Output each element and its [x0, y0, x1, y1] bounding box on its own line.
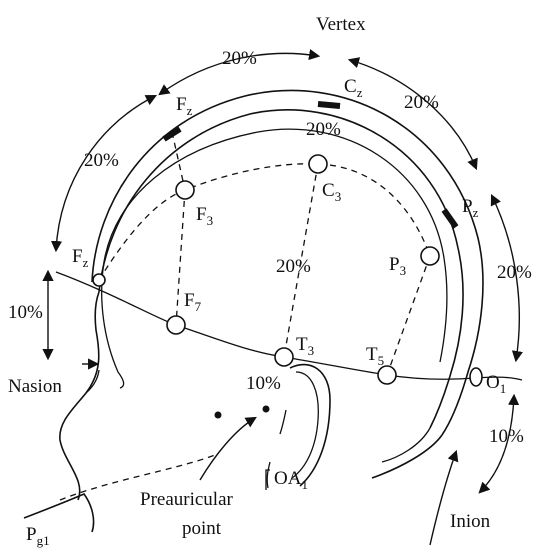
inion-label: Inion	[450, 511, 491, 532]
label-f7: F7	[184, 290, 202, 314]
dot-preauricular-2	[262, 405, 270, 413]
electrode-c3	[308, 154, 328, 174]
face-profile	[59, 291, 100, 501]
ear-lobe	[279, 409, 287, 435]
arrow-far-right-20	[490, 193, 523, 363]
label-t3: T3	[296, 334, 314, 358]
pct-right-10-label: 10%	[489, 426, 524, 447]
pct-top-label: 20%	[222, 48, 257, 69]
marker-pz	[441, 208, 459, 229]
arrow-inion	[429, 449, 459, 546]
dot-preauricular-1	[214, 411, 222, 419]
label-o1: O1	[486, 372, 506, 396]
marker-cz	[317, 101, 341, 109]
neck-line	[371, 434, 443, 479]
electrode-t5	[377, 365, 397, 385]
neck-inner	[381, 427, 431, 463]
label-fz-top: Fz	[176, 94, 193, 118]
label-c3: C3	[322, 180, 341, 204]
label-pg1: Pg1	[26, 524, 50, 548]
arrow-top-20	[158, 49, 321, 96]
arrow-preauricular	[199, 416, 257, 481]
label-pz: Pz	[462, 196, 479, 220]
label-oa1: OA1	[274, 468, 308, 492]
inner-scalp-arc	[103, 128, 448, 363]
arrow-right-10	[478, 393, 520, 494]
label-p3: P3	[389, 254, 406, 278]
preauricular-label-1: Preauricular	[140, 489, 234, 510]
parasagittal-dash-arc	[98, 163, 431, 281]
electrode-fz-front	[92, 273, 106, 287]
electrode-t3	[274, 347, 294, 367]
chin-line	[23, 493, 95, 533]
vertex-label: Vertex	[316, 14, 366, 35]
preauricular-label-2: point	[182, 518, 222, 539]
ear-outline	[289, 363, 331, 487]
label-t5: T5	[366, 344, 384, 368]
ear-inner	[291, 371, 319, 479]
nasion-label: Nasion	[8, 376, 62, 397]
dash-fz-top	[171, 131, 186, 191]
arrow-right-20	[347, 57, 478, 171]
label-f3: F3	[196, 204, 213, 228]
oa1-bracket	[265, 469, 270, 490]
marker-fz-top	[162, 126, 182, 142]
pct-left-arc-label: 20%	[84, 150, 119, 171]
pct-right-arc-label: 20%	[404, 92, 439, 113]
arrow-left-20	[50, 94, 157, 253]
jaw-line	[266, 461, 271, 489]
pct-left-10-label: 10%	[8, 302, 43, 323]
pct-under-cz-label: 20%	[306, 119, 341, 140]
electrode-o1	[469, 367, 483, 387]
label-cz: Cz	[344, 76, 363, 100]
label-fz-front: Fz	[72, 246, 89, 270]
electrode-f7	[166, 315, 186, 335]
electrode-f3	[175, 180, 195, 200]
electrode-p3	[420, 246, 440, 266]
pct-center-label: 20%	[276, 256, 311, 277]
pct-far-right-label: 20%	[497, 262, 532, 283]
pct-ear-10-label: 10%	[246, 373, 281, 394]
dash-pg1	[59, 454, 216, 501]
dash-f3-f7	[175, 189, 186, 326]
nose-detail	[85, 369, 100, 394]
